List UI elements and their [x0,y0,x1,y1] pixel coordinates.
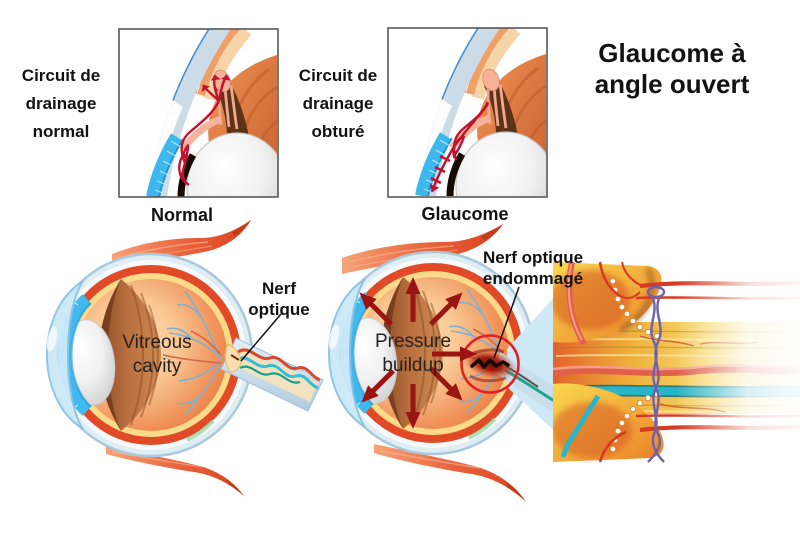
inset-blocked-label: Glaucome [421,204,509,224]
inset-normal-art [118,28,279,198]
inset-blocked-frame [387,27,548,198]
inset-normal-label: Normal [150,205,213,225]
vitreous-cavity-label: Vitreous cavity [122,332,192,377]
optic-nerve-normal [220,337,324,412]
nerve-label-leader-line [240,313,282,362]
inset-blocked-art [387,27,548,198]
nerve-detail-panel [553,258,800,464]
damaged-nerve-leader-line [493,286,520,359]
aqueous-flow-arrows-blocked [430,101,490,193]
aqueous-flow-arrows-normal [177,74,229,187]
inset-normal-caption: Circuit de drainage normal [21,66,101,141]
damaged-optic-nerve-label: Nerf optique endommagé [482,248,584,288]
inset-normal-frame [118,28,279,198]
braided-veins [646,285,666,463]
damaged-optic-nerve [463,348,560,412]
normal-eye-illustration [45,219,324,497]
page-title: Glaucome à angle ouvert [594,38,750,99]
optic-nerve-label: Nerf optique [248,279,310,319]
pressure-buildup-label: Pressure buildup [374,331,452,376]
damage-highlight-circle [460,334,520,394]
inset-blocked-caption: Circuit de drainage obturé [298,66,378,141]
